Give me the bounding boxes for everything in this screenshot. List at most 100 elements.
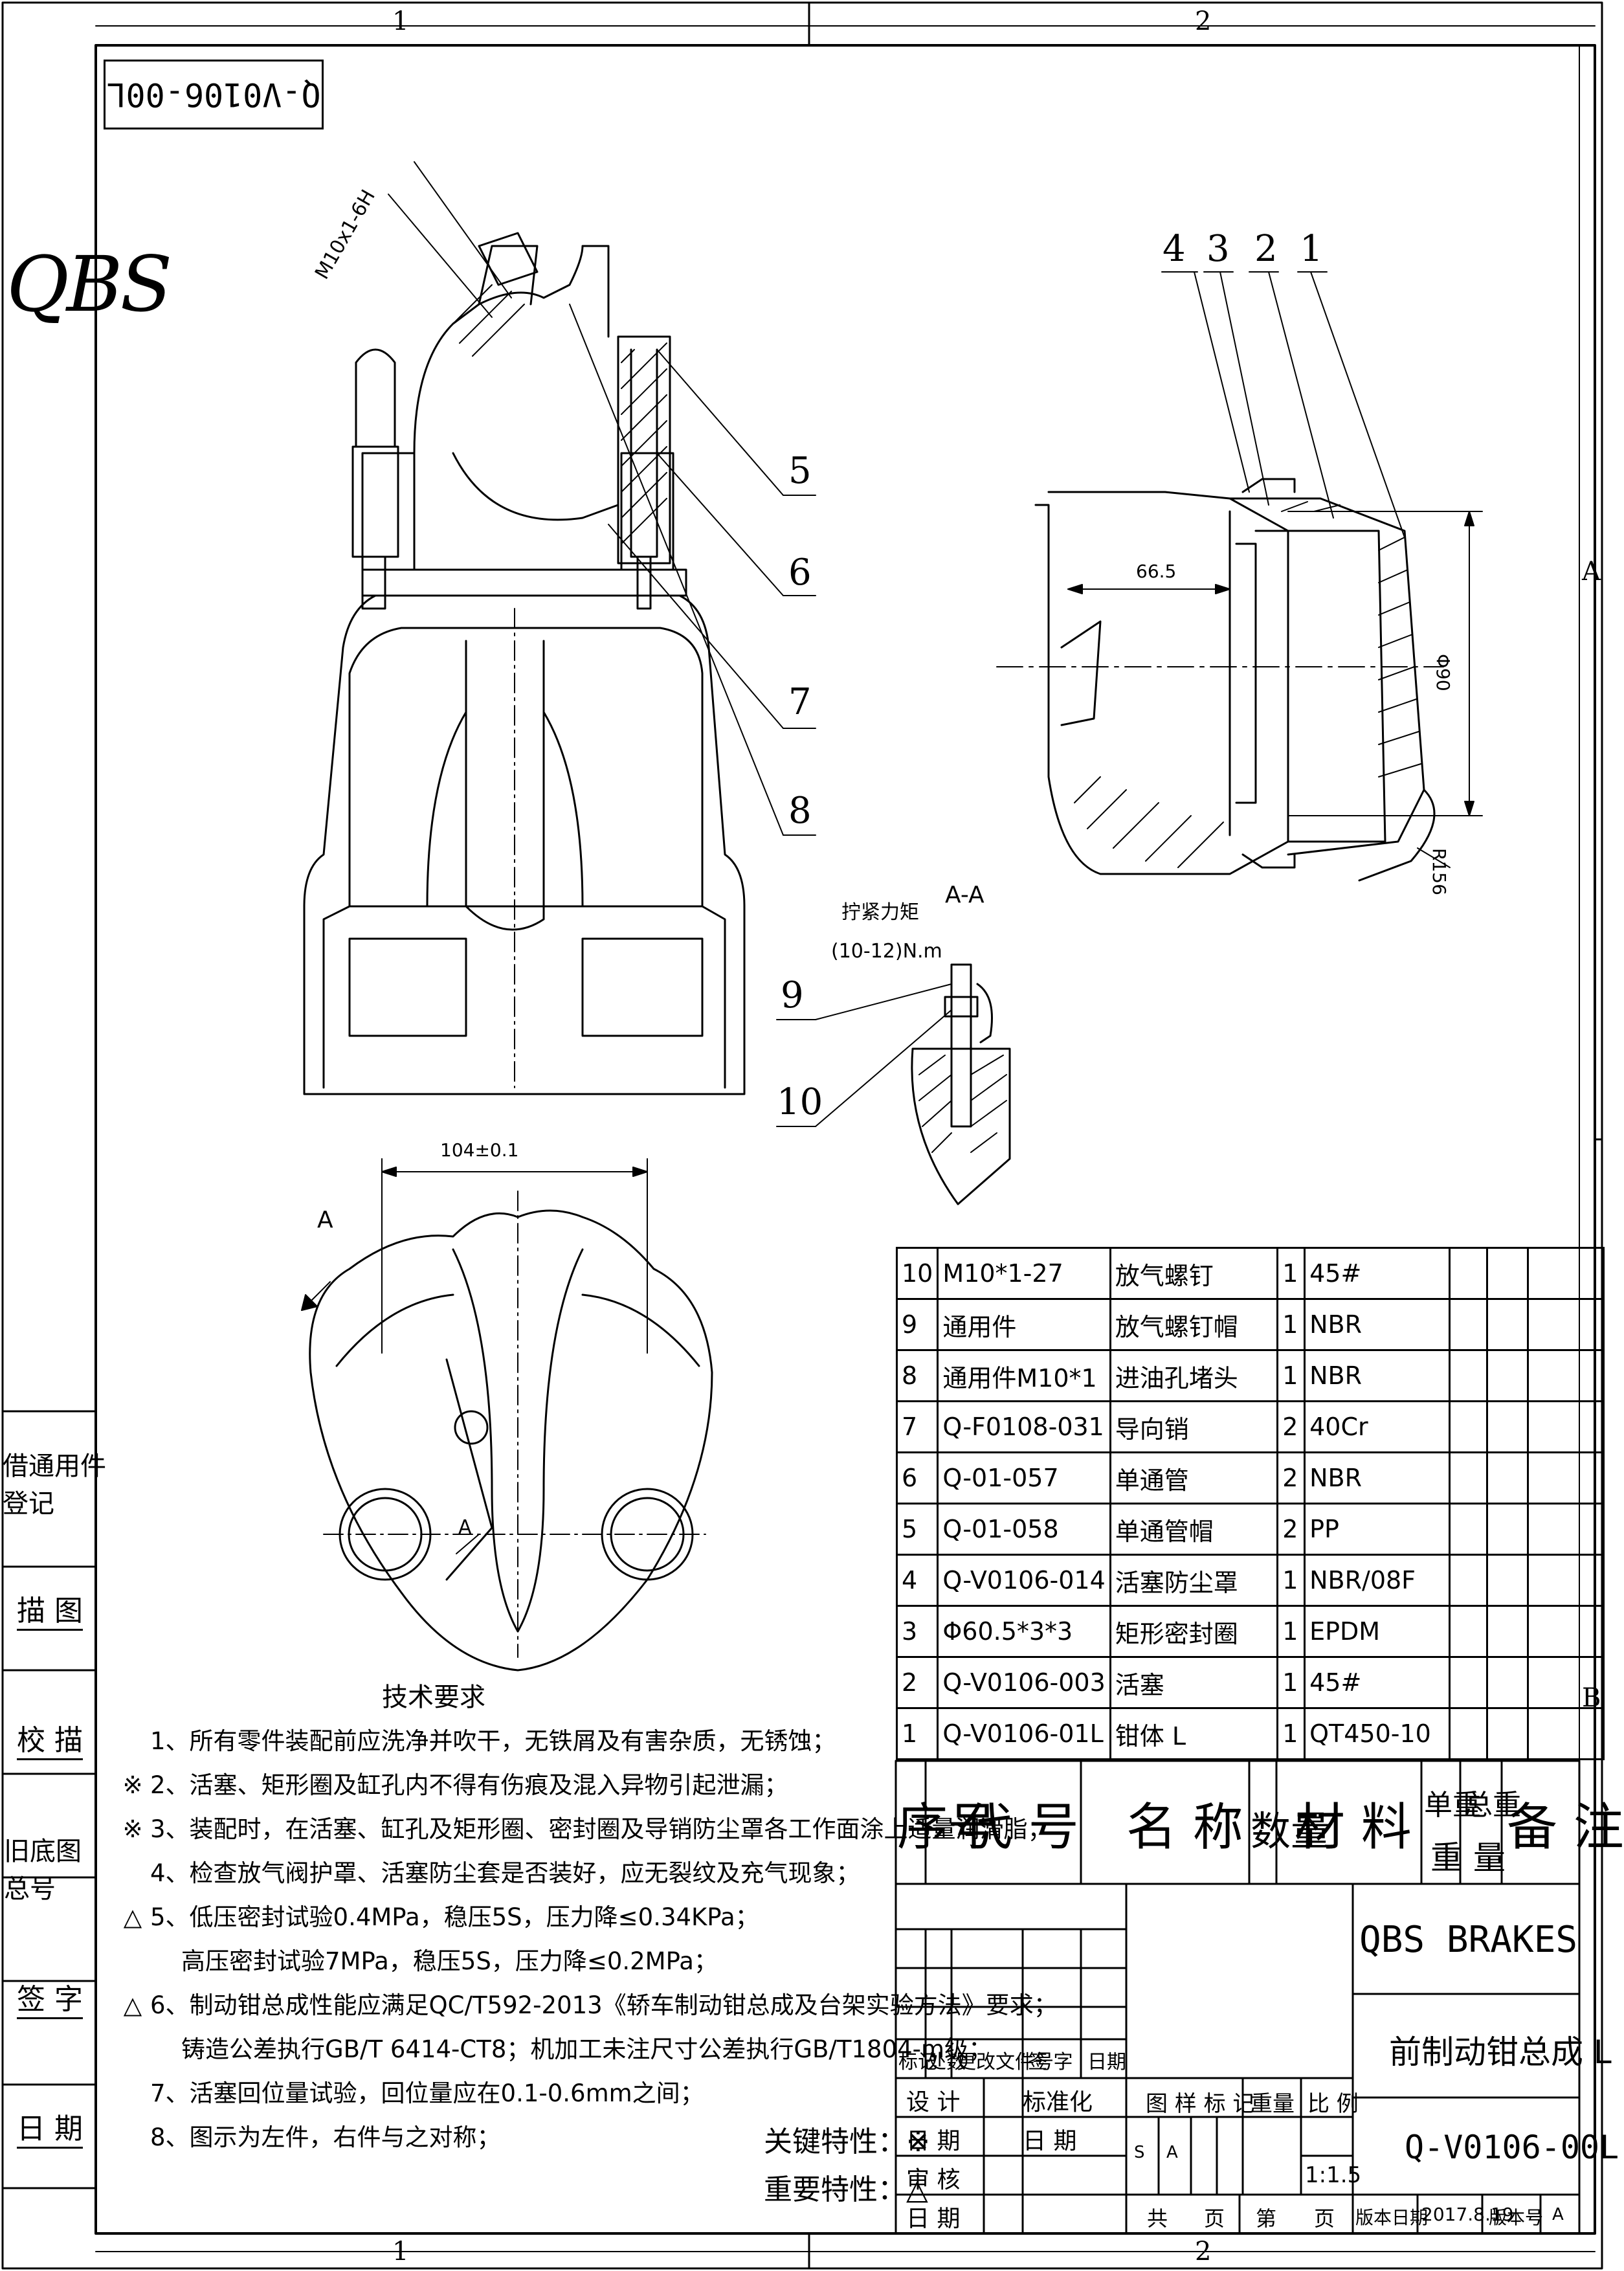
part-code: Q-F0108-031 [937,1400,1111,1453]
title-block-grid [895,1883,1581,2235]
part-unit-weight [1448,1349,1489,1402]
part-remark [1526,1605,1605,1658]
part-code: Q-01-057 [937,1451,1111,1505]
version-value: A [1552,2205,1564,2224]
hdr-remark: 备 注 [1507,1798,1624,1857]
caliper-front-view [303,232,746,1095]
part-unit-weight [1448,1707,1489,1760]
dim-r156: R156 [1429,848,1450,895]
part-name: 进油孔堵头 [1109,1349,1279,1402]
company-name: QBS BRAKES [1359,1919,1578,1961]
part-name: 矩形密封圈 [1109,1605,1279,1658]
part-unit-weight [1448,1503,1489,1556]
part-material: 45# [1304,1656,1451,1709]
part-total-weight [1486,1400,1529,1453]
part-remark [1526,1400,1605,1453]
part-unit-weight [1448,1451,1489,1505]
part-no: 4 [895,1554,939,1607]
part-unit-weight [1448,1400,1489,1453]
tech-item-3: ※3、装配时，在活塞、缸孔及矩形圈、密封圈及导销防尘罩各工作面涂上适量润滑脂； [122,1815,1052,1843]
label-date: 日 期 [4,2098,96,2156]
part-name: 前制动钳总成 L [1389,2033,1612,2071]
tech-item-6b: 铸造公差执行GB/T 6414-CT8；机加工未注尺寸公差执行GB/T1804-… [181,2035,993,2063]
part-remark [1526,1247,1605,1300]
part-qty: 2 [1276,1503,1306,1556]
weight-label: 重量 [1251,2091,1295,2117]
part-material: PP [1304,1503,1451,1556]
callout-1: 1 [1300,228,1323,270]
label-old-base-number: 旧底图总号 [4,1837,82,1904]
part-total-weight [1486,1247,1529,1300]
part-qty: 1 [1276,1247,1306,1300]
callout-3: 3 [1207,228,1230,270]
zone-col-2-top: 2 [1195,6,1212,36]
part-no: 1 [895,1707,939,1760]
dim-66-5: 66.5 [1136,561,1177,582]
label-signature: 签 字 [4,1968,96,2026]
label-proofread: 校 描 [4,1709,96,1767]
callout-8: 8 [788,790,812,832]
version-date-label: 版本日期 [1355,2207,1429,2228]
part-no: 9 [895,1298,939,1351]
part-name: 单通管 [1109,1451,1279,1505]
caliper-bottom-view [309,1191,713,1672]
part-code: Φ60.5*3*3 [937,1605,1111,1658]
part-remark [1526,1451,1605,1505]
hdr-total-weight: 总重 [1464,1789,1521,1822]
part-no: 8 [895,1349,939,1402]
important-characteristic: 重要特性：△ [764,2173,928,2206]
hdr-unit-weight: 单重 [1424,1789,1481,1822]
drawing-number-rotated: Q-V0106-00L [104,60,324,129]
part-no: 5 [895,1503,939,1556]
callout-2: 2 [1254,228,1278,270]
technical-requirements: 技术要求 1、所有零件装配前应洗净并吹干，无铁屑及有害杂质，无锈蚀； ※2、活塞… [117,1675,1058,2160]
rev-sign: 签 字 [1028,2051,1073,2074]
part-remark [1526,1349,1605,1402]
hdr-name: 名 称 [1126,1798,1243,1857]
part-qty: 1 [1276,1656,1306,1709]
part-material: NBR [1304,1451,1451,1505]
part-qty: 1 [1276,1605,1306,1658]
torque-label: 拧紧力矩 [841,901,919,924]
tech-item-8: 8、图示为左件，右件与之对称； [150,2123,501,2151]
role-design: 设 计 [906,2089,961,2116]
tech-item-2: ※2、活塞、矩形圈及缸孔内不得有伤痕及混入异物引起泄漏； [122,1771,788,1799]
part-total-weight [1486,1349,1529,1402]
dim-104: 104±0.1 [440,1139,519,1161]
role-date-1: 日 期 [906,2128,961,2154]
zone-col-2-bottom: 2 [1195,2237,1212,2266]
part-total-weight [1486,1554,1529,1607]
part-unit-weight [1448,1605,1489,1658]
chart-mark-label: 图 样 标 记 [1146,2091,1255,2117]
section-a-mark: A [458,1516,472,1539]
view-a-arrow-label: A [317,1207,333,1233]
rev-doc: 更改文件号 [957,2051,1054,2074]
role-date-2: 日 期 [906,2206,961,2232]
role-review: 审 核 [906,2167,961,2193]
leaders-section [1161,271,1405,538]
tech-item-6: △6、制动钳总成性能应满足QC/T592-2013《轿车制动钳总成及台架实验方法… [123,1991,1058,2019]
part-material: EPDM [1304,1605,1451,1658]
version-date: 2017.8.19 [1421,2204,1514,2225]
total-label: 共 [1147,2206,1168,2231]
section-view [1034,478,1436,882]
leaders-aa [776,983,952,1127]
rev-mark: 标记 [898,2051,937,2074]
callout-9: 9 [781,974,804,1016]
hdr-material: 材 料 [1295,1798,1412,1857]
part-name: 活塞防尘罩 [1109,1554,1279,1607]
part-material: 40Cr [1304,1400,1451,1453]
tech-item-7: 7、活塞回位量试验，回位量应在0.1-0.6mm之间； [150,2079,704,2107]
part-remark [1526,1554,1605,1607]
callout-4: 4 [1162,228,1186,270]
tech-item-1: 1、所有零件装配前应洗净并吹干，无铁屑及有害杂质，无锈蚀； [150,1727,836,1755]
part-code: M10*1-27 [937,1247,1111,1300]
zone-col-1-bottom: 1 [392,2237,409,2266]
